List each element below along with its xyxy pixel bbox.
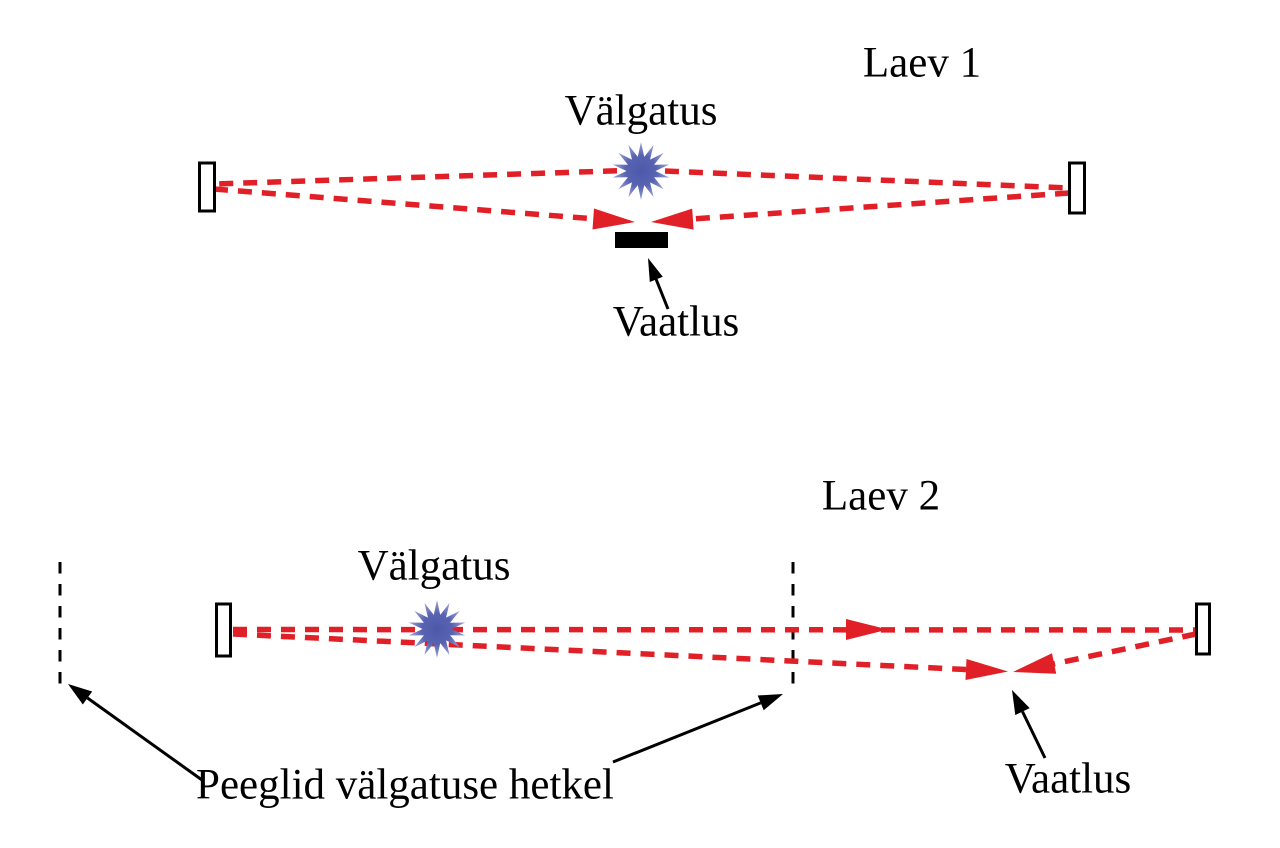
ship1-title: Laev 1 — [862, 39, 982, 87]
ghost-mirrors-label: Peeglid välgatuse hetkel — [196, 761, 614, 809]
ray-arrowhead-right-converging-ship2 — [1013, 653, 1057, 674]
ship2-title: Laev 2 — [821, 472, 941, 520]
pointer-arrowhead-ghost-left — [68, 684, 93, 705]
pointer-arrowhead-ghost-middle — [757, 694, 783, 711]
pointer-line-ghost-middle — [612, 701, 762, 764]
ray-flash-to-right-mirror-ship2 — [232, 626, 1197, 633]
mirror-left-ship1 — [198, 161, 216, 213]
ray-arrowhead-left-ship1 — [592, 208, 635, 230]
ray-right-mirror-to-observer-ship2 — [1052, 631, 1197, 667]
flash-starburst-icon-ship1 — [612, 142, 670, 200]
mirror-right-ship2 — [1195, 602, 1211, 656]
observation-label-ship1: Vaatlus — [612, 298, 740, 346]
ray-left-mirror-to-observer-ship1 — [213, 186, 597, 222]
pointer-arrowhead-observation-ship2 — [1012, 690, 1030, 716]
observation-label-ship2: Vaatlus — [1004, 755, 1132, 803]
ray-right-mirror-to-observer-ship1 — [691, 190, 1070, 222]
flash-label-ship2: Välgatus — [357, 542, 511, 590]
ray-arrowhead-forward-ship2 — [846, 619, 888, 640]
pointer-line-ghost-left — [86, 696, 203, 782]
ray-arrowhead-left-converging-ship2 — [965, 659, 1008, 680]
mirror-left-ship2 — [215, 602, 232, 658]
mirror-right-ship1 — [1068, 161, 1086, 215]
ray-arrowhead-right-ship1 — [651, 208, 694, 230]
ray-left-mirror-to-observer-ship2 — [232, 631, 967, 673]
ray-flash-to-left-mirror-ship1 — [213, 167, 642, 187]
pointer-line-observation-ship1 — [654, 278, 670, 310]
flash-starburst-icon-ship2 — [408, 600, 466, 658]
pointer-line-observation-ship2 — [1021, 710, 1047, 759]
ray-flash-to-right-mirror-ship1 — [640, 167, 1070, 191]
observation-bar-ship1 — [615, 232, 668, 248]
flash-label-ship1: Välgatus — [564, 87, 718, 135]
pointer-arrowhead-observation-ship1 — [648, 258, 663, 282]
